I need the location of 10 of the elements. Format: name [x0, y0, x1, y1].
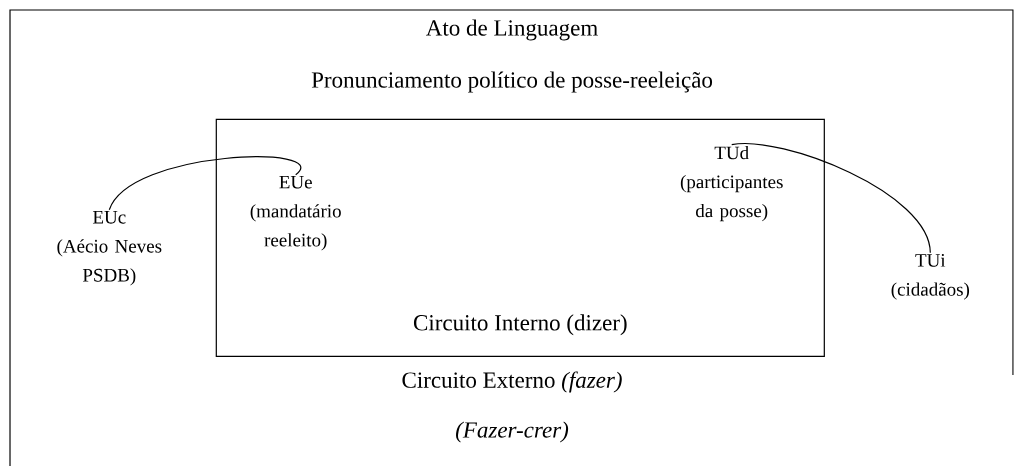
frame-text: (Fazer-crer) — [456, 421, 569, 443]
frame-text: Pronunciamento político de posse-reeleição — [311, 71, 713, 93]
curved-connector — [108, 156, 302, 211]
role-label: TUd (participantes da posse) — [680, 145, 783, 222]
frame-text: Circuito Externo (fazer) — [402, 371, 622, 393]
role-label: EUc (Aécio Neves PSDB) — [57, 211, 162, 286]
role-label: EUe (mandatário reeleito) — [250, 175, 341, 251]
curved-connector — [731, 143, 931, 254]
role-label: TUi (cidadãos) — [891, 254, 970, 300]
frame-text: Ato de Linguagem — [426, 19, 598, 41]
